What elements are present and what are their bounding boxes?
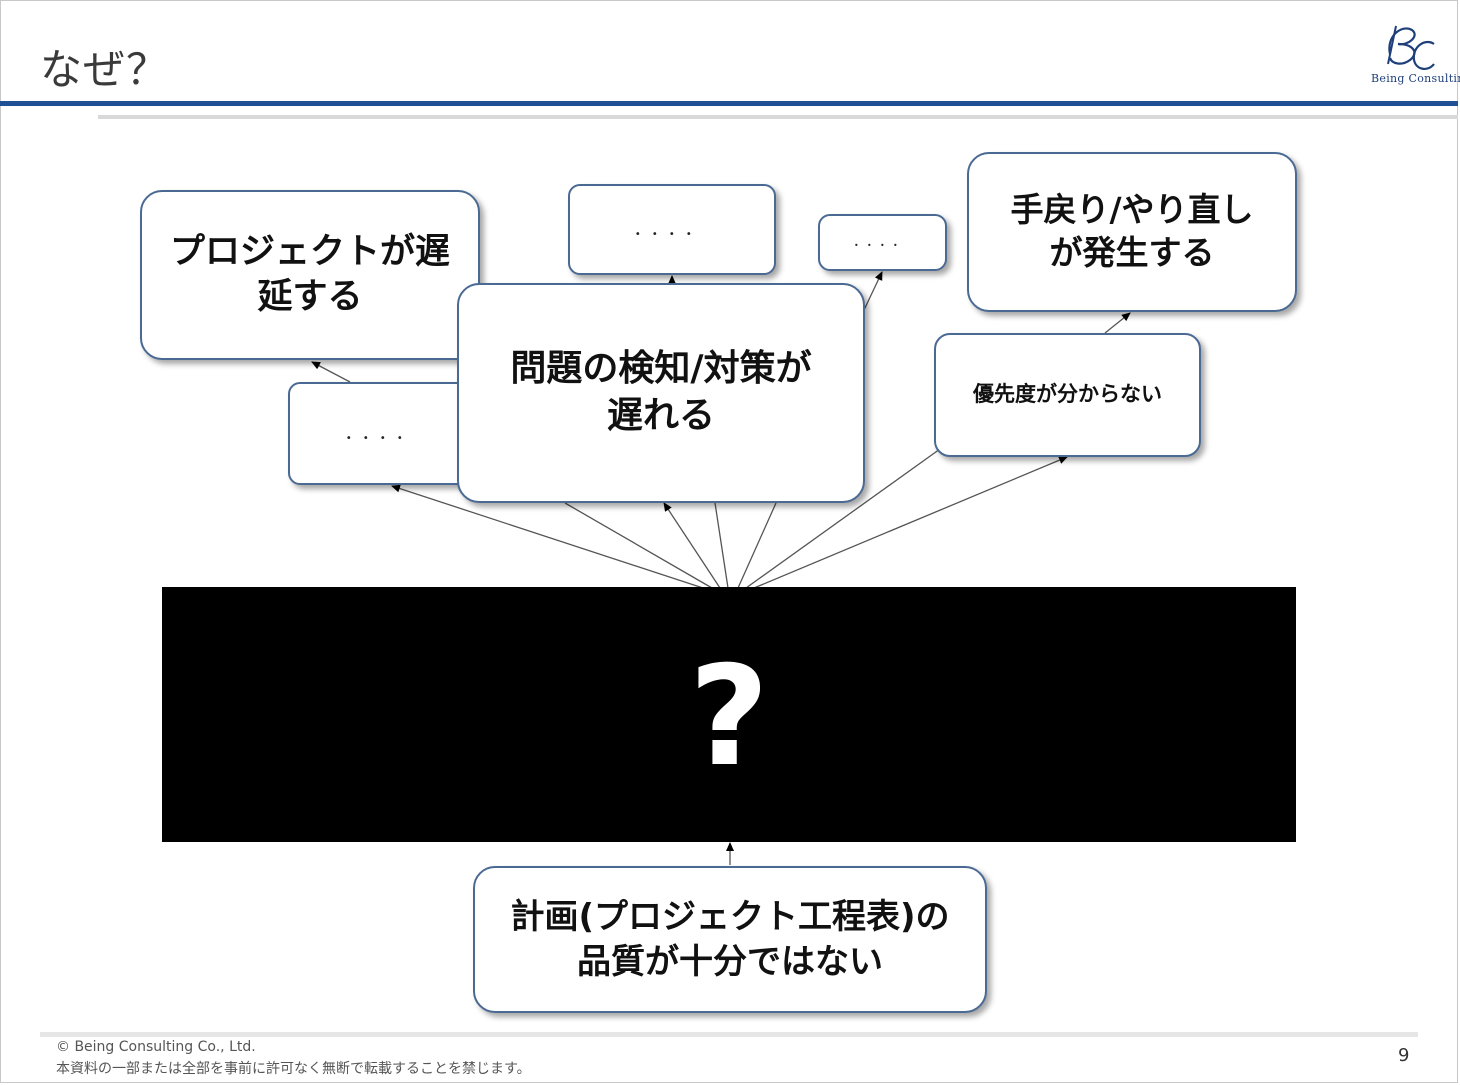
title-rule — [0, 101, 1458, 106]
logo-monogram — [1387, 25, 1435, 70]
ellipsis-text: ．．．． — [344, 422, 422, 444]
arrow-to-ellipsis-top-small — [863, 271, 883, 311]
logo-text: Being Consulting — [1371, 72, 1460, 85]
root-cause-text: 計画(プロジェクト工程表)の品質が十分ではない — [510, 897, 950, 982]
line-fan-1 — [564, 502, 713, 589]
ellipsis-text: ．．．． — [633, 218, 711, 240]
line-fan-4 — [745, 448, 941, 589]
root-cause-box: 計画(プロジェクト工程表)の品質が十分ではない — [473, 866, 987, 1013]
slide-title: なぜ？ — [40, 45, 170, 94]
effect-ellipsis-top-middle: ．．．． — [568, 184, 776, 275]
hidden-cause-block: ? — [162, 587, 1296, 842]
ellipsis-text: ．．．． — [853, 234, 912, 251]
line-fan-2 — [714, 502, 729, 589]
effect-ellipsis-left: ．．．． — [288, 382, 478, 485]
arrow-to-project-delay — [311, 361, 351, 383]
arrow-to-priority-unclear — [753, 456, 1068, 589]
effect-priority-unclear-text: 優先度が分からない — [973, 382, 1162, 407]
effect-project-delay-text: プロジェクトが遅延する — [169, 231, 450, 318]
arrow-to-ellipsis-left — [391, 484, 704, 589]
page-number: 9 — [1398, 1045, 1410, 1066]
effect-detection-delay: 問題の検知/対策が遅れる — [457, 283, 865, 503]
arrow-to-rework — [1104, 312, 1131, 334]
question-mark: ? — [688, 635, 770, 797]
sub-rule — [98, 115, 1458, 119]
arrow-to-detection-delay — [663, 502, 721, 589]
effect-ellipsis-top-small: ．．．． — [818, 214, 947, 271]
effect-detection-delay-text: 問題の検知/対策が遅れる — [510, 348, 812, 436]
footer-rule — [40, 1032, 1418, 1037]
footer-notice: 本資料の一部または全部を事前に許可なく無断で転載することを禁じます。 — [56, 1061, 531, 1077]
footer-copyright: © Being Consulting Co., Ltd. — [56, 1039, 256, 1055]
effect-rework: 手戻り/やり直しが発生する — [967, 152, 1297, 312]
effect-project-delay: プロジェクトが遅延する — [140, 190, 480, 360]
effect-priority-unclear: 優先度が分からない — [934, 333, 1201, 457]
line-fan-3 — [737, 502, 777, 589]
effect-rework-text: 手戻り/やり直しが発生する — [1010, 190, 1254, 272]
